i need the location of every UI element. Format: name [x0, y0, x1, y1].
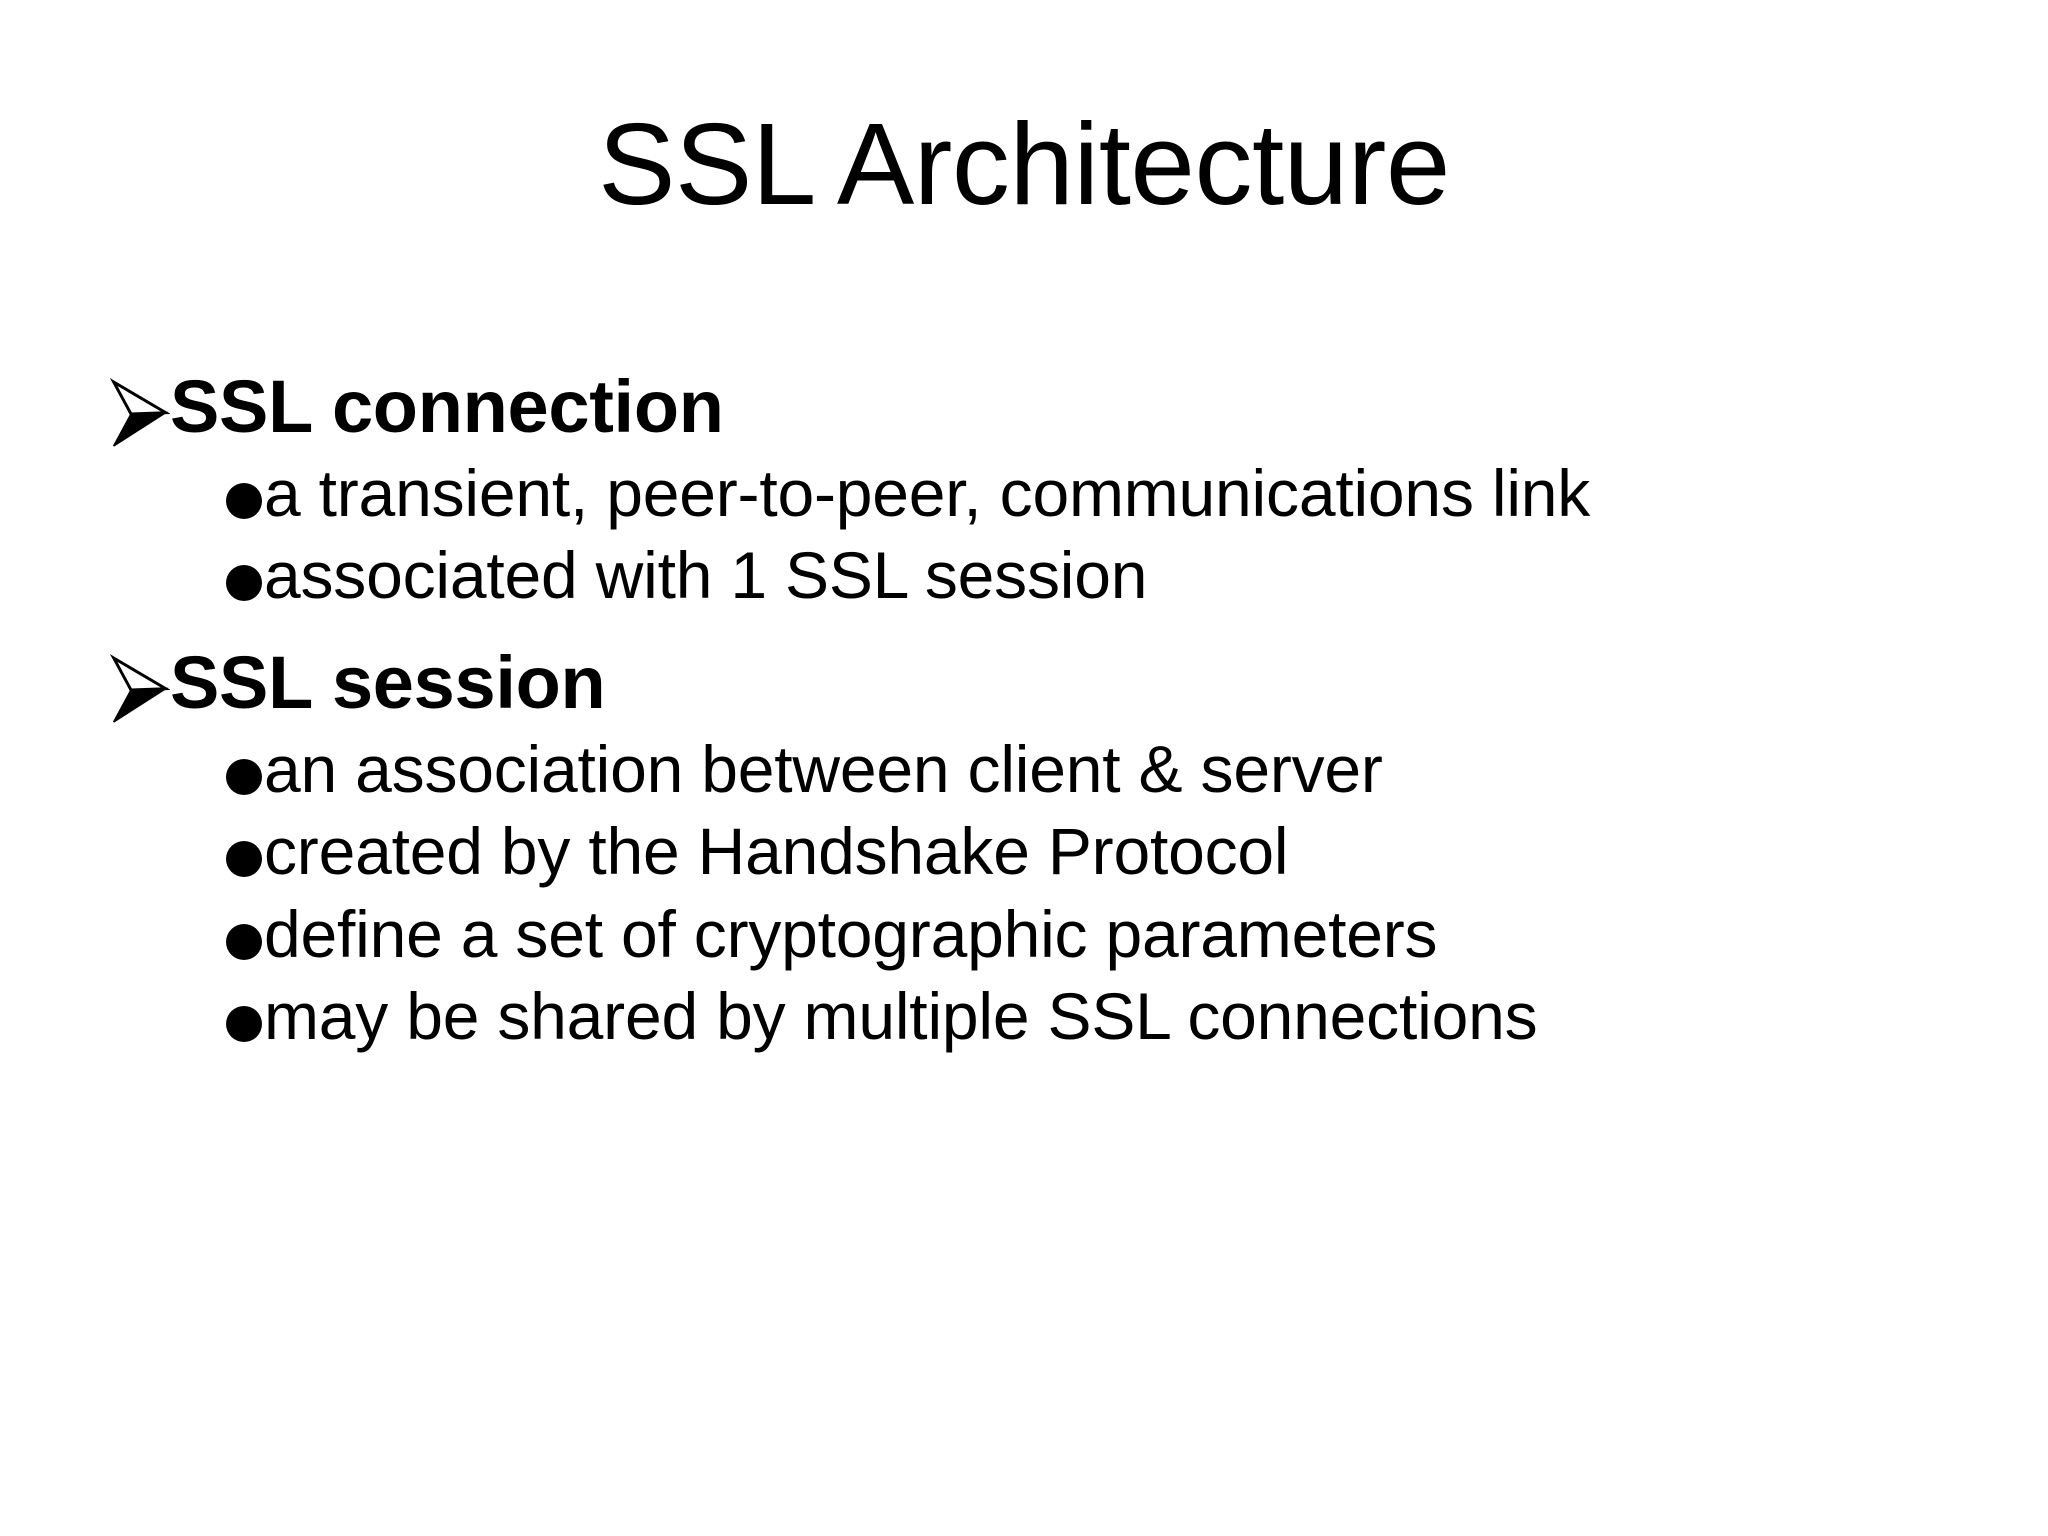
filled-circle-bullet-icon	[226, 1006, 262, 1043]
bullet-level2-item: associated with 1 SSL session	[108, 537, 1988, 614]
arrowhead-bullet-icon	[108, 378, 170, 450]
bullet-level1-label: SSL session	[170, 640, 606, 724]
filled-circle-bullet-icon	[226, 482, 262, 519]
filled-circle-bullet-icon	[226, 565, 262, 602]
bullet-level2-label: an association between client & server	[264, 731, 1383, 806]
bullet-level2-item: an association between client & server	[108, 731, 1988, 808]
slide-title: SSL Architecture	[598, 99, 1450, 229]
arrowhead-bullet-icon	[108, 654, 170, 726]
bullet-level1-ssl-connection: SSL connection	[108, 365, 1988, 450]
slide-body: SSL connection a transient, peer-to-peer…	[108, 365, 1988, 1061]
filled-circle-bullet-icon	[226, 923, 262, 960]
bullet-level2-label: may be shared by multiple SSL connection…	[264, 979, 1538, 1054]
section-spacer	[108, 620, 1988, 642]
bullet-level2-label: associated with 1 SSL session	[264, 538, 1148, 613]
filled-circle-bullet-icon	[226, 758, 262, 795]
bullet-level1-label: SSL connection	[170, 365, 724, 448]
bullet-level2-group-ssl-connection: a transient, peer-to-peer, communication…	[108, 455, 1988, 614]
bullet-level2-group-ssl-session: an association between client & server c…	[108, 731, 1988, 1055]
bullet-level2-item: may be shared by multiple SSL connection…	[108, 978, 1988, 1055]
bullet-level2-label: define a set of cryptographic parameters	[264, 896, 1438, 971]
bullet-level2-item: define a set of cryptographic parameters	[108, 896, 1988, 973]
bullet-level2-item: created by the Handshake Protocol	[108, 813, 1988, 890]
bullet-level2-item: a transient, peer-to-peer, communication…	[108, 455, 1988, 532]
bullet-level2-label: a transient, peer-to-peer, communication…	[264, 455, 1591, 530]
bullet-level1-ssl-session: SSL session	[108, 640, 1988, 726]
filled-circle-bullet-icon	[226, 841, 262, 878]
bullet-level2-label: created by the Handshake Protocol	[264, 814, 1289, 889]
